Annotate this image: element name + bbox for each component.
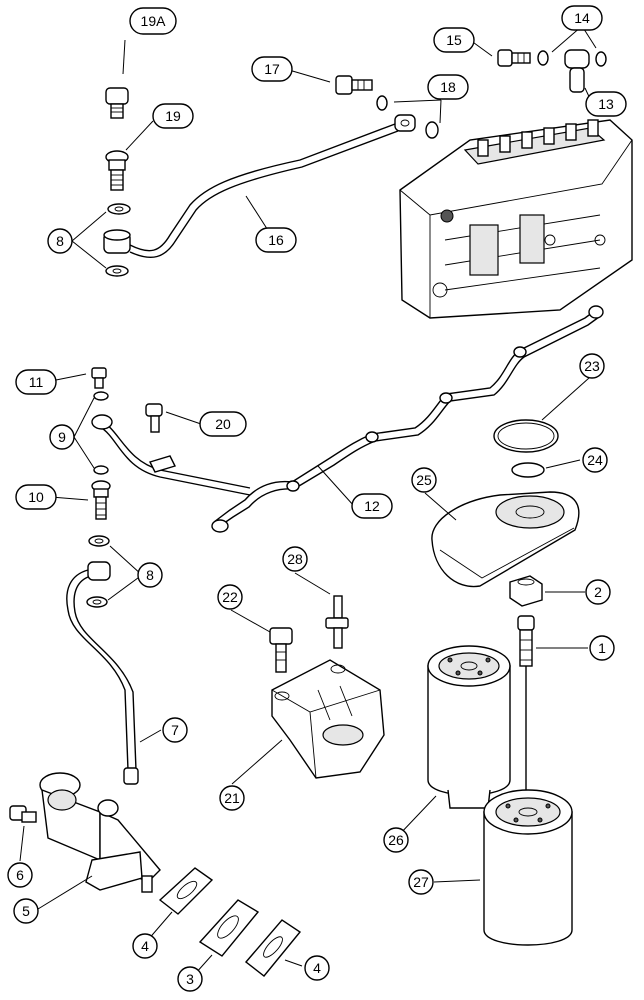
part-28-stud: [325, 595, 349, 649]
part-26-fuel-filter: [427, 645, 511, 809]
part-9-washers: [93, 391, 109, 475]
svg-text:19A: 19A: [141, 13, 167, 29]
callout-18: 18: [427, 74, 469, 100]
callout-22: 22: [217, 584, 243, 610]
part-5-lift-pump: [39, 772, 161, 893]
part-15-bolt: [497, 49, 531, 67]
callout-19: 19: [152, 103, 194, 129]
callout-24: 24: [582, 447, 608, 473]
callout-17: 17: [251, 56, 293, 82]
svg-text:20: 20: [215, 416, 231, 432]
callout-8-lower: 8: [137, 562, 163, 588]
svg-text:4: 4: [313, 960, 321, 976]
svg-text:4: 4: [141, 938, 149, 954]
svg-text:24: 24: [587, 452, 603, 468]
svg-text:28: 28: [287, 551, 303, 567]
part-19-banjo-bolt: [105, 150, 129, 191]
part-22-bolt: [269, 627, 293, 673]
part-1-fitting: [517, 615, 535, 790]
part-8-washers-lower: [86, 535, 110, 608]
part-25-filter-cover: [431, 491, 580, 588]
callout-7: 7: [162, 717, 188, 743]
part-27-fuel-filter: [483, 789, 573, 946]
callout-1: 1: [589, 635, 615, 661]
part-4-gasket-left: [158, 867, 214, 915]
callout-5: 5: [13, 898, 39, 924]
svg-text:2: 2: [594, 584, 602, 600]
callout-11: 11: [15, 369, 57, 395]
part-7-pump-line: [66, 561, 139, 785]
part-23-o-ring: [493, 419, 559, 453]
callout-9: 9: [49, 424, 75, 450]
part-13-fitting: [564, 49, 590, 93]
svg-text:14: 14: [574, 10, 590, 26]
part-20-bolt: [145, 403, 163, 433]
svg-text:7: 7: [171, 722, 179, 738]
svg-text:13: 13: [598, 96, 614, 112]
part-3-spacer: [198, 899, 260, 957]
svg-text:3: 3: [186, 971, 194, 987]
callout-21: 21: [219, 785, 245, 811]
callout-28: 28: [282, 546, 308, 572]
callout-23: 23: [579, 353, 605, 379]
part-10-banjo-bolt: [91, 480, 111, 520]
part-14-washers: [537, 50, 607, 67]
svg-text:11: 11: [29, 374, 44, 390]
part-2-nut: [509, 575, 543, 607]
svg-text:5: 5: [22, 903, 30, 919]
svg-text:25: 25: [416, 472, 432, 488]
callout-14: 14: [561, 5, 603, 31]
svg-text:19: 19: [165, 108, 181, 124]
part-21-filter-head: [271, 659, 385, 779]
svg-text:17: 17: [264, 61, 280, 77]
callout-26: 26: [383, 827, 409, 853]
part-12-fuel-line: [91, 305, 604, 533]
leader-lines: [19, 25, 597, 975]
part-17-bolt: [335, 75, 373, 95]
part-24-seal: [511, 462, 545, 478]
part-19a-bolt: [105, 87, 129, 119]
injection-pump-body: [399, 119, 633, 319]
svg-text:26: 26: [388, 832, 404, 848]
part-8-washers-upper: [105, 203, 131, 277]
callout-3: 3: [177, 966, 203, 992]
svg-text:12: 12: [364, 498, 380, 514]
callout-12: 12: [351, 493, 393, 519]
svg-text:9: 9: [58, 429, 66, 445]
svg-text:27: 27: [413, 874, 429, 890]
callout-4-right: 4: [304, 955, 330, 981]
part-4-gasket-right: [244, 919, 302, 977]
svg-text:18: 18: [440, 79, 456, 95]
callout-13: 13: [585, 91, 627, 117]
callout-15: 15: [433, 27, 475, 53]
svg-text:6: 6: [16, 867, 24, 883]
callout-20: 20: [199, 411, 247, 437]
svg-text:8: 8: [146, 567, 154, 583]
callout-6: 6: [7, 862, 33, 888]
callout-10: 10: [15, 484, 57, 510]
svg-text:21: 21: [224, 790, 240, 806]
part-16-pump-line: [103, 114, 416, 259]
callout-16: 16: [255, 227, 297, 253]
svg-text:1: 1: [598, 640, 606, 656]
svg-text:15: 15: [446, 32, 462, 48]
callout-2: 2: [585, 579, 611, 605]
callout-8-upper: 8: [47, 228, 73, 254]
svg-text:10: 10: [28, 489, 44, 505]
part-11-bolt: [91, 367, 107, 389]
svg-text:23: 23: [584, 358, 600, 374]
callout-19a: 19A: [129, 7, 177, 35]
part-18-washers: [376, 95, 439, 139]
svg-text:22: 22: [222, 589, 238, 605]
svg-text:8: 8: [56, 233, 64, 249]
callout-25: 25: [411, 467, 437, 493]
svg-text:16: 16: [268, 232, 284, 248]
callout-4-left: 4: [132, 933, 158, 959]
part-6-bolt: [9, 805, 37, 823]
callout-27: 27: [408, 869, 434, 895]
